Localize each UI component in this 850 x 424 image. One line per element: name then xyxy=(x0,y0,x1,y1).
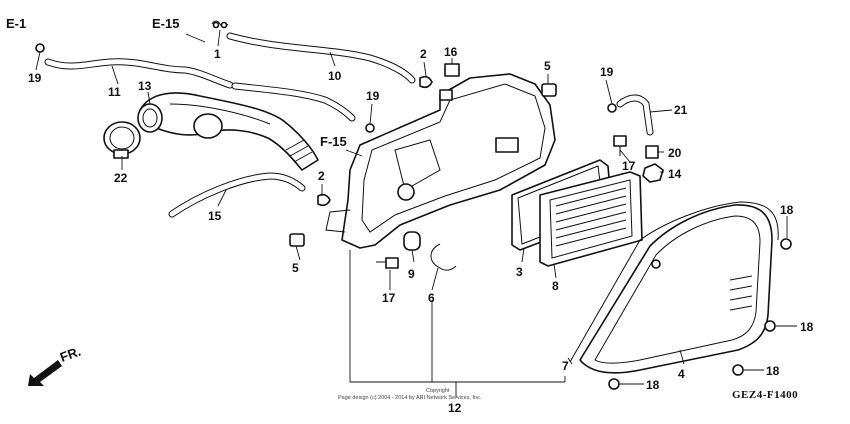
front-arrow-icon xyxy=(28,360,62,386)
clip-19-mid xyxy=(365,123,375,133)
callout-18-d: 18 xyxy=(646,378,660,392)
callout-21: 21 xyxy=(674,103,688,117)
grommet-16 xyxy=(444,63,460,77)
callout-9: 9 xyxy=(408,267,415,281)
clip-1 xyxy=(211,20,229,29)
screw-18-c xyxy=(732,364,744,376)
callout-4: 4 xyxy=(678,367,685,381)
callout-18-a: 18 xyxy=(780,203,794,217)
callout-6: 6 xyxy=(428,291,435,305)
callout-18-c: 18 xyxy=(766,364,780,378)
cover-4 xyxy=(579,204,773,374)
spring-6 xyxy=(430,243,457,271)
callout-3: 3 xyxy=(516,265,523,279)
callout-14: 14 xyxy=(668,167,682,181)
ref-f15: F-15 xyxy=(320,134,347,149)
screw-18-a xyxy=(780,238,792,250)
callout-8: 8 xyxy=(552,279,559,293)
callout-10: 10 xyxy=(328,69,342,83)
bolt-17-lower xyxy=(376,257,399,269)
copyright-line-1: Copyright xyxy=(426,388,450,394)
hose-15 xyxy=(168,172,306,218)
callout-22: 22 xyxy=(114,171,128,185)
diagram-code: GEZ4-F1400 xyxy=(732,389,798,401)
callout-19-right: 19 xyxy=(600,65,614,79)
intake-tube-13 xyxy=(137,92,319,171)
screw-18-d xyxy=(608,378,620,390)
callout-18-b: 18 xyxy=(800,320,814,334)
callout-2-upper: 2 xyxy=(420,47,427,61)
screw-18-b xyxy=(764,320,776,332)
clamp-22 xyxy=(103,121,141,159)
clip-2-upper xyxy=(419,75,433,89)
callout-5-upper: 5 xyxy=(544,59,551,73)
air-cleaner-case xyxy=(325,73,556,249)
callout-15: 15 xyxy=(208,209,222,223)
hose-11 xyxy=(44,58,234,89)
callout-16: 16 xyxy=(444,45,458,59)
bolt-17-upper xyxy=(613,135,627,156)
copyright-line-2: Page design (c) 2004 - 2014 by ARI Netwo… xyxy=(338,395,482,401)
hose-upper-connector xyxy=(231,82,356,122)
callout-12: 12 xyxy=(448,401,462,415)
clip-2-lower xyxy=(317,193,331,207)
callout-19-mid: 19 xyxy=(366,89,380,103)
callout-17-upper: 17 xyxy=(622,159,636,173)
callout-11: 11 xyxy=(108,85,121,99)
clip-20 xyxy=(645,145,659,159)
front-label: FR. xyxy=(58,344,83,365)
callout-13: 13 xyxy=(138,79,152,93)
gasket-7 xyxy=(569,201,779,363)
clip-19-left xyxy=(35,43,45,53)
callout-2-lower: 2 xyxy=(318,169,325,183)
collar-5-lower xyxy=(289,233,305,247)
leader-lines xyxy=(35,29,797,398)
hose-10 xyxy=(226,32,416,84)
ref-e15: E-15 xyxy=(152,16,179,31)
cap-9 xyxy=(403,231,421,251)
collar-5-upper xyxy=(541,83,557,97)
callout-1: 1 xyxy=(214,47,221,61)
hose-21 xyxy=(616,94,654,136)
nut-14 xyxy=(642,163,664,183)
ref-e1: E-1 xyxy=(6,16,26,31)
callout-7: 7 xyxy=(562,359,569,373)
callout-5-lower: 5 xyxy=(292,261,299,275)
element-8 xyxy=(539,171,643,267)
callout-17-lower: 17 xyxy=(382,291,396,305)
callout-19-left: 19 xyxy=(28,71,42,85)
clip-19-right xyxy=(607,103,617,113)
callout-20: 20 xyxy=(668,146,682,160)
